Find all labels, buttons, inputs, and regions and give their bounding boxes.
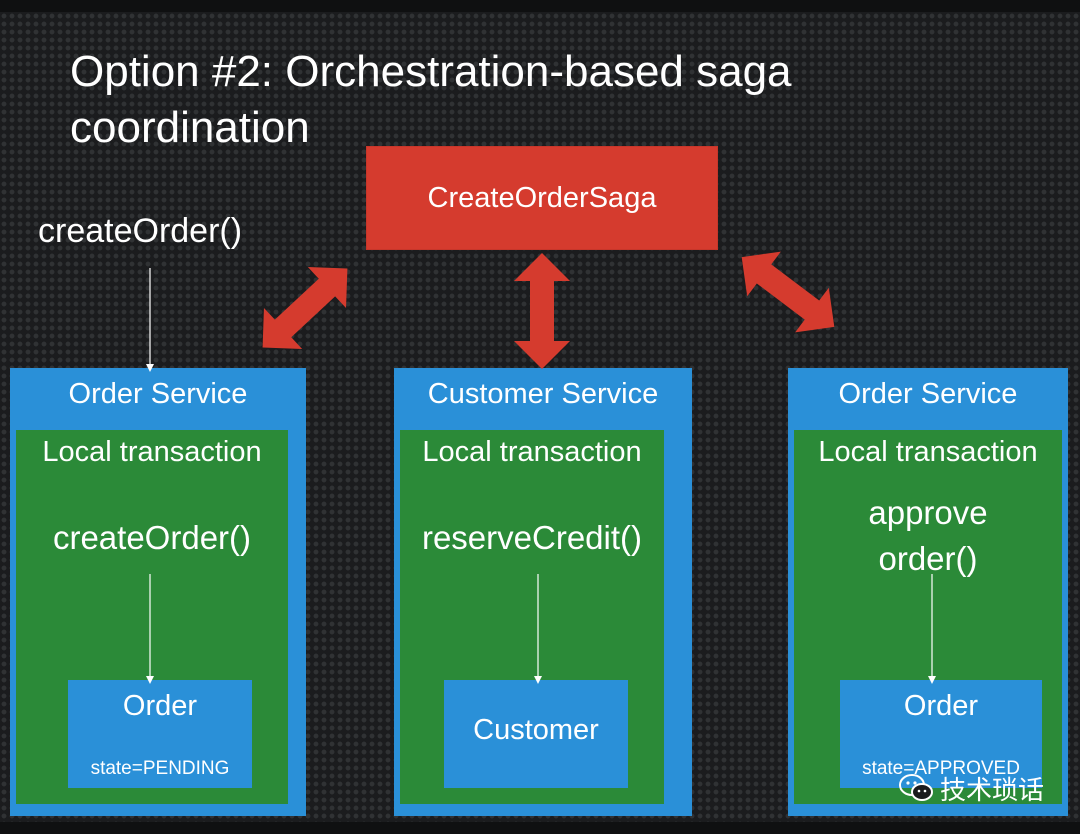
entity-name: Order	[122, 690, 198, 722]
orchestrator-box: CreateOrderSaga	[366, 146, 718, 250]
service-name: Order Service	[68, 378, 248, 410]
operation-label: reserveCredit()	[421, 519, 643, 556]
watermark-text: 技术琐话	[940, 774, 1045, 805]
slide-title: Option #2: Orchestration-based saga coor…	[70, 47, 792, 152]
entity-name: Order	[903, 690, 979, 722]
entity-box: Customer	[444, 680, 628, 788]
saga-arrow-order-service-2	[741, 251, 835, 333]
local-transaction-box: Local transaction createOrder() Order st…	[16, 430, 288, 804]
entity-state: state=PENDING	[90, 758, 230, 779]
entry-call-label: createOrder()	[38, 212, 243, 250]
entity-box: Order state=PENDING	[68, 680, 252, 788]
entity-state: state=APPROVED	[862, 758, 1020, 779]
operation-label: approve order()	[868, 494, 988, 577]
transaction-label: Local transaction	[818, 436, 1038, 468]
customer-service-box: Customer Service Local transaction reser…	[394, 368, 692, 816]
order-service-box: Order Service Local transaction approve …	[788, 368, 1068, 816]
transaction-label: Local transaction	[422, 436, 642, 468]
order-service-box: Order Service Local transaction createOr…	[10, 368, 306, 816]
operation-label: createOrder()	[52, 519, 252, 556]
wechat-icon	[899, 774, 933, 801]
entity-name: Customer	[473, 714, 599, 746]
saga-arrow-customer-service	[514, 253, 570, 369]
service-name: Customer Service	[427, 378, 659, 410]
entity-box: Order state=APPROVED	[840, 680, 1042, 788]
local-transaction-box: Local transaction approve order() Order …	[794, 430, 1062, 804]
service-name: Order Service	[838, 378, 1018, 410]
transaction-label: Local transaction	[42, 436, 262, 468]
watermark: 技术琐话	[898, 770, 1044, 806]
saga-arrow-order-service	[262, 267, 348, 349]
local-transaction-box: Local transaction reserveCredit() Custom…	[400, 430, 664, 804]
orchestrator-label: CreateOrderSaga	[427, 182, 657, 214]
